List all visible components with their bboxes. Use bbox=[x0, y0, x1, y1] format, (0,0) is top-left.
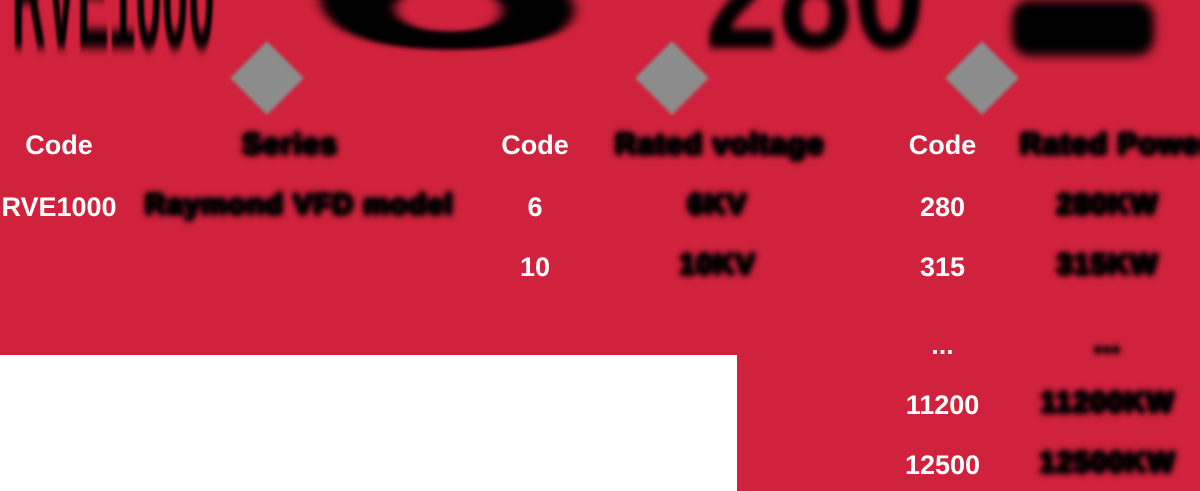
power-desc-value: 315KW bbox=[1056, 249, 1159, 281]
banner-clipped-text-fragment bbox=[1012, 0, 1154, 56]
diamond-separator-icon bbox=[230, 41, 304, 115]
voltage-code-value: 6 bbox=[527, 192, 543, 222]
diamond-separator-icon bbox=[635, 41, 709, 115]
power-code-value: 12500 bbox=[904, 450, 981, 480]
series-code-header: Code bbox=[25, 130, 93, 160]
diamond-separator-icon bbox=[945, 41, 1019, 115]
voltage-code-value: 10 bbox=[519, 252, 551, 282]
voltage-desc-header: Rated voltage bbox=[615, 128, 825, 161]
power-desc-ellipsis: ... bbox=[1093, 327, 1122, 359]
power-code-value: 280 bbox=[919, 192, 966, 222]
power-desc-value: 11200KW bbox=[1040, 387, 1175, 419]
banner-segment-series: RVE1000 bbox=[12, 0, 215, 75]
series-code-value: RVE1000 bbox=[1, 192, 117, 222]
banner-segment-power: 280 bbox=[705, 0, 926, 75]
power-code-ellipsis: ... bbox=[931, 330, 954, 360]
voltage-code-header: Code bbox=[501, 130, 569, 160]
power-code-value: 11200 bbox=[905, 390, 980, 420]
power-code-value: 315 bbox=[919, 252, 966, 282]
power-code-header: Code bbox=[908, 130, 977, 160]
series-desc-value: Raymond VFD model bbox=[145, 189, 454, 221]
voltage-desc-value: 10KV bbox=[679, 249, 756, 281]
power-desc-header: Rated Power bbox=[1020, 128, 1200, 161]
banner-segment-voltage: 6 bbox=[300, 0, 593, 75]
voltage-desc-value: 6KV bbox=[687, 189, 748, 221]
series-desc-header: Series bbox=[241, 128, 339, 161]
power-desc-value: 280KW bbox=[1056, 189, 1159, 221]
model-code-banner: RVE1000 6 280 bbox=[0, 0, 1200, 125]
power-desc-value: 12500KW bbox=[1039, 447, 1176, 479]
